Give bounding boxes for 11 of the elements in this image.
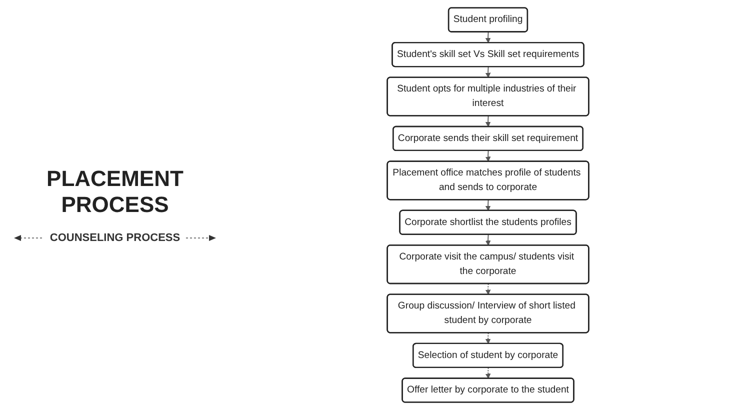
arrow (485, 234, 491, 246)
section-label: COUNSELING PROCESS (50, 232, 180, 244)
arrow (485, 332, 491, 344)
arrow (485, 367, 491, 379)
arrow (485, 116, 491, 128)
arrow (485, 150, 491, 162)
arrow (485, 32, 491, 44)
title: PLACEMENT PROCESS (46, 166, 184, 218)
arrow (485, 199, 491, 211)
arrow (485, 66, 491, 78)
arrow (485, 283, 491, 295)
